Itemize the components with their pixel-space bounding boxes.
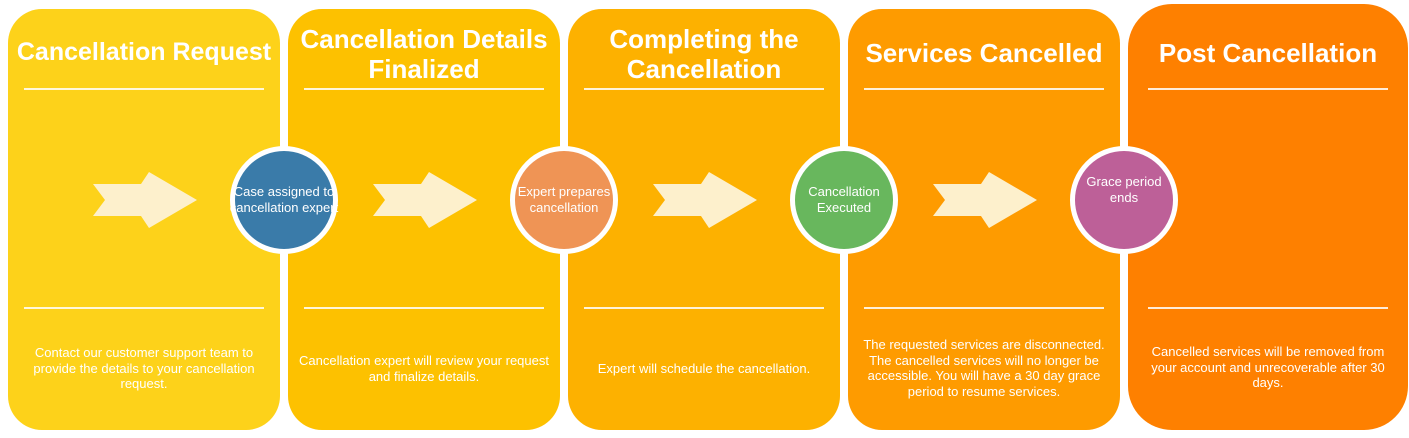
milestone-label: Grace period ends	[1086, 174, 1162, 205]
stage-description: Cancelled services will be removed from …	[1151, 344, 1385, 390]
divider	[304, 307, 544, 309]
milestone-expert-prepares: Expert prepares cancellation	[510, 146, 618, 254]
milestone-grace-period-ends: Grace period ends	[1070, 146, 1178, 254]
milestone-label: Cancellation Executed	[808, 184, 880, 215]
divider	[1148, 88, 1388, 90]
chevron-arrow-right-icon	[933, 172, 1037, 228]
divider	[24, 307, 264, 309]
stage-description: Cancellation expert will review your req…	[298, 353, 549, 384]
divider	[1148, 307, 1388, 309]
divider	[584, 88, 824, 90]
stage-description: Expert will schedule the cancellation.	[597, 361, 811, 376]
chevron-arrow-right-icon	[653, 172, 757, 228]
stage-title: Post Cancellation	[1158, 38, 1378, 68]
stage-title: Cancellation Request	[16, 38, 272, 66]
stage-title: Services Cancelled	[865, 38, 1103, 68]
milestone-label: Case assigned to cancellation expert	[229, 184, 339, 215]
chevron-arrow-right-icon	[93, 172, 197, 228]
stage-description: Contact our customer support team to pro…	[33, 345, 255, 391]
divider	[304, 88, 544, 90]
chevron-arrow-right-icon	[373, 172, 477, 228]
divider	[584, 307, 824, 309]
divider	[864, 307, 1104, 309]
stage-title: Cancellation Details Finalized	[300, 24, 548, 84]
stage-title: Completing the Cancellation	[609, 24, 799, 84]
divider	[24, 88, 264, 90]
milestone-label: Expert prepares cancellation	[517, 184, 611, 215]
divider	[864, 88, 1104, 90]
milestone-case-assigned: Case assigned to cancellation expert	[230, 146, 338, 254]
milestone-cancellation-executed: Cancellation Executed	[790, 146, 898, 254]
stage-description: The requested services are disconnected.…	[863, 337, 1105, 399]
